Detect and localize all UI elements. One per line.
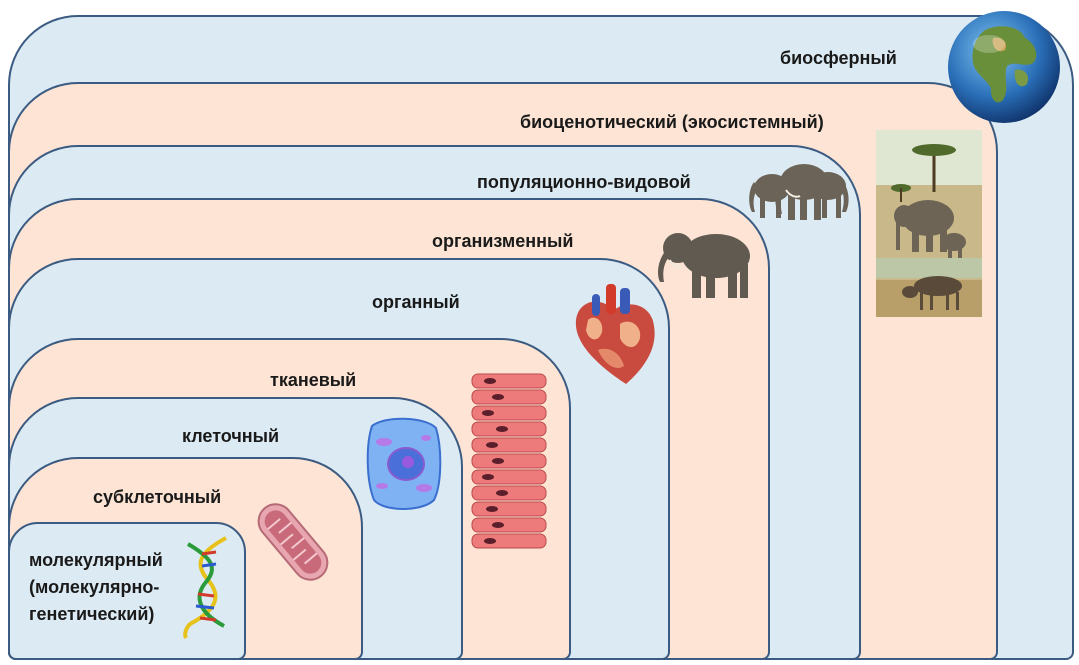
tissue-image — [471, 373, 547, 549]
level-molecular — [8, 522, 246, 660]
cell-image — [366, 417, 442, 510]
label-molecular-3: генетический) — [29, 604, 155, 624]
heart-image — [575, 284, 655, 384]
label-subcell: субклеточный — [93, 487, 222, 507]
label-biocenotic: биоценотический (экосистемный) — [520, 112, 824, 132]
label-molecular-1: молекулярный — [29, 550, 163, 570]
label-organ: органный — [372, 292, 460, 312]
elephant-herd-image — [749, 164, 849, 220]
label-organism: организменный — [432, 231, 574, 251]
elephant-image — [658, 233, 750, 298]
label-population: популяционно-видовой — [477, 172, 691, 192]
label-molecular-2: (молекулярно- — [29, 577, 160, 597]
label-cell: клеточный — [182, 426, 280, 446]
dna-image — [183, 536, 227, 639]
savanna-image — [876, 130, 982, 317]
label-biosphere: биосферный — [780, 48, 897, 68]
globe-icon — [948, 11, 1060, 123]
label-tissue: тканевый — [270, 370, 357, 390]
mitochondrion-image — [257, 503, 329, 581]
